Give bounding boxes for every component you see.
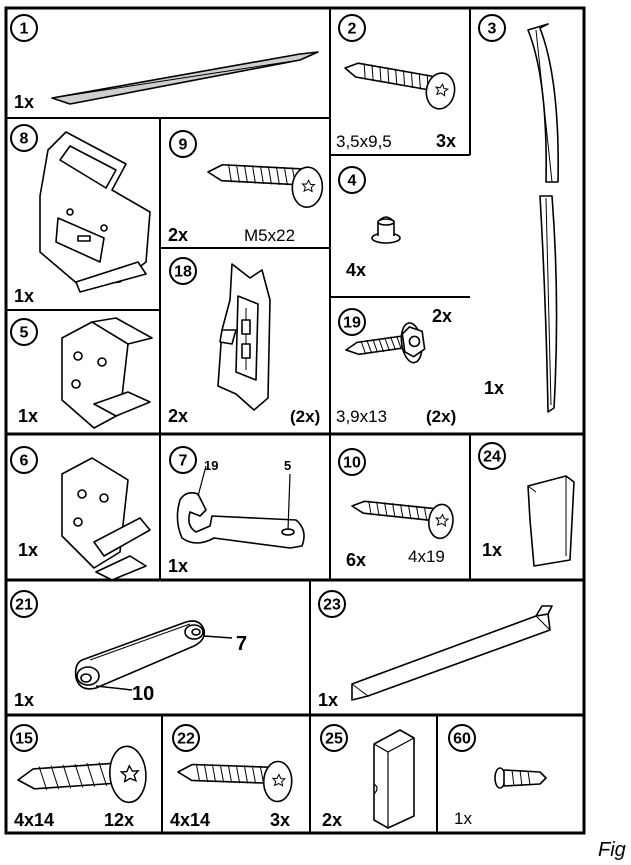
callout-label: 5: [284, 458, 291, 473]
quantity-label: 12x: [104, 810, 134, 830]
part-number: 7: [179, 453, 188, 470]
part-23: 23 1x: [318, 590, 553, 710]
grid-lines: [4, 6, 586, 835]
part-number: 23: [323, 597, 341, 614]
note-label: (2x): [426, 407, 456, 426]
part-number: 60: [453, 731, 471, 748]
part-6: 6 1x: [10, 446, 151, 581]
part-60: 60 1x: [448, 724, 547, 828]
part-18: 18 2x (2x): [168, 257, 320, 426]
part-number: 15: [15, 731, 33, 748]
screw-illustration: [177, 760, 293, 803]
size-label: 4x14: [14, 810, 54, 830]
quantity-label: 6x: [346, 550, 366, 570]
wall-plug-illustration: [494, 767, 547, 789]
quantity-label: 1x: [168, 556, 188, 576]
part-number: 2: [348, 21, 357, 38]
part-number-badge: [10, 14, 38, 42]
part-number: 1: [20, 21, 29, 38]
part-25: 25 2x: [320, 724, 415, 830]
part-number: 5: [20, 325, 29, 342]
screw-illustration: [207, 163, 324, 209]
part-4: 4 4x: [338, 166, 401, 280]
quantity-label: 2x: [168, 406, 188, 426]
size-label: 4x19: [408, 547, 445, 566]
profile-top: [527, 23, 559, 183]
angle-bracket-illustration: [61, 457, 151, 581]
part-19: 19 2x 3,9x13 (2x): [336, 306, 456, 426]
part-21: 21 7 10 1x: [10, 590, 247, 710]
callout-label: 10: [132, 683, 154, 705]
part-number: 10: [343, 455, 361, 472]
quantity-label: 1x: [454, 809, 472, 828]
part-number: 25: [325, 731, 343, 748]
screw-illustration: [17, 745, 147, 804]
size-label: M5x22: [244, 226, 295, 245]
callout-label: 7: [236, 633, 247, 655]
part-7: 7 19 5 1x: [168, 446, 305, 576]
part-number: 3: [488, 21, 497, 38]
part-number: 8: [20, 131, 29, 148]
wrench-illustration: [176, 465, 305, 549]
part-number: 22: [177, 731, 195, 748]
part-24: 24 1x: [478, 442, 575, 567]
part-number: 18: [174, 264, 192, 281]
quantity-label: 1x: [318, 690, 338, 710]
quantity-label: 1x: [482, 540, 502, 560]
part-number: 24: [483, 449, 501, 466]
part-15: 15 4x14 12x: [10, 724, 147, 830]
part-1: 1 1x: [10, 14, 319, 112]
part-2: 2 3,5x9,5 3x: [336, 14, 456, 151]
hex-screw-illustration: [345, 322, 426, 364]
quantity-label: 1x: [14, 286, 34, 306]
size-label: 3,5x9,5: [336, 132, 392, 151]
end-plate-illustration: [527, 475, 575, 567]
part-8: 8 1x: [10, 124, 151, 306]
part-number: 21: [15, 597, 33, 614]
part-number: 6: [20, 453, 29, 470]
part-number: 4: [348, 173, 357, 190]
quantity-label: 2x: [432, 306, 452, 326]
screw-illustration: [344, 62, 456, 110]
quantity-label: 1x: [14, 92, 34, 112]
screw-illustration: [351, 500, 454, 540]
size-label: 4x14: [170, 810, 210, 830]
callout-label: 19: [204, 458, 218, 473]
angle-bracket-illustration: [61, 317, 153, 429]
quantity-label: 1x: [14, 690, 34, 710]
bracket-illustration: [39, 131, 151, 293]
part-number: 9: [179, 137, 188, 154]
block-illustration: [373, 729, 415, 829]
quantity-label: 1x: [18, 540, 38, 560]
quantity-label: 1x: [484, 378, 504, 398]
clip-illustration: [217, 263, 271, 411]
rod-illustration: [74, 620, 233, 691]
part-3: 3 1x: [478, 14, 559, 413]
figure-label: Fig: [598, 839, 626, 861]
quantity-label: 1x: [18, 406, 38, 426]
quantity-label: 4x: [346, 260, 366, 280]
quantity-label: 3x: [270, 810, 290, 830]
cap-illustration: [371, 216, 401, 244]
quantity-label: 2x: [168, 225, 188, 245]
part-22: 22 4x14 3x: [170, 724, 293, 830]
part-number: 19: [343, 315, 361, 332]
part-10: 10 6x 4x19: [338, 448, 454, 570]
part-9: 9 2x M5x22: [168, 130, 324, 245]
quantity-label: 2x: [322, 810, 342, 830]
size-label: 3,9x13: [336, 407, 387, 426]
part-5: 5 1x: [10, 317, 153, 429]
quantity-label: 3x: [436, 131, 456, 151]
note-label: (2x): [290, 407, 320, 426]
cover-profile-illustration: [351, 605, 553, 701]
